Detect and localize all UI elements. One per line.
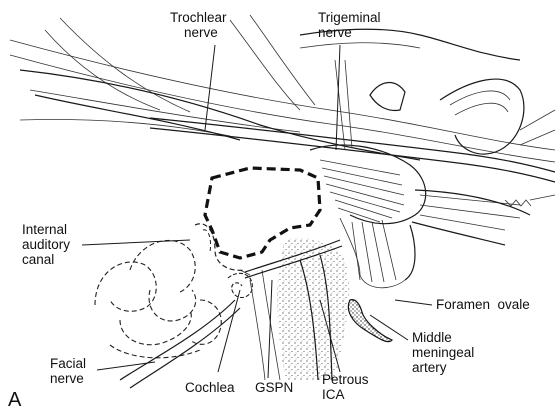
- petrous-bone: [240, 238, 349, 380]
- facial-label-line1: Facial: [50, 356, 86, 371]
- internal-auditory-label-line2: auditory: [22, 237, 70, 252]
- middle-meningeal-label-line3: artery: [412, 360, 447, 375]
- middle-meningeal-artery-shape: [348, 300, 392, 342]
- trigeminal-nerve: [310, 60, 531, 288]
- middle-meningeal-label-line2: meningeal: [412, 345, 474, 360]
- tentorium-lines: [10, 15, 555, 162]
- foramen-ovale-label: Foramen ovale: [436, 297, 530, 312]
- facial-nerve-canal: [120, 300, 240, 388]
- trigeminal-label-line2: nerve: [318, 25, 352, 40]
- internal-auditory-label-line3: canal: [22, 252, 54, 267]
- panel-letter: A: [8, 389, 22, 411]
- cochlea-label: Cochlea: [185, 380, 235, 395]
- internal-auditory-canal: [195, 224, 245, 271]
- leader-lines: [82, 45, 432, 378]
- trochlear-label-line2: nerve: [184, 25, 218, 40]
- middle-meningeal-label-line1: Middle: [412, 330, 452, 345]
- petrous-ica-label-line1: Petrous: [322, 372, 369, 387]
- cavernous-structures: [300, 29, 555, 200]
- trochlear-label-line1: Trochlear: [170, 10, 227, 25]
- facial-label-line2: nerve: [50, 371, 84, 386]
- internal-auditory-label-line1: Internal: [22, 222, 67, 237]
- trigeminal-label-line1: Trigeminal: [318, 10, 381, 25]
- petrous-ica-label-line2: ICA: [322, 387, 345, 402]
- gspn-label: GSPN: [255, 380, 293, 395]
